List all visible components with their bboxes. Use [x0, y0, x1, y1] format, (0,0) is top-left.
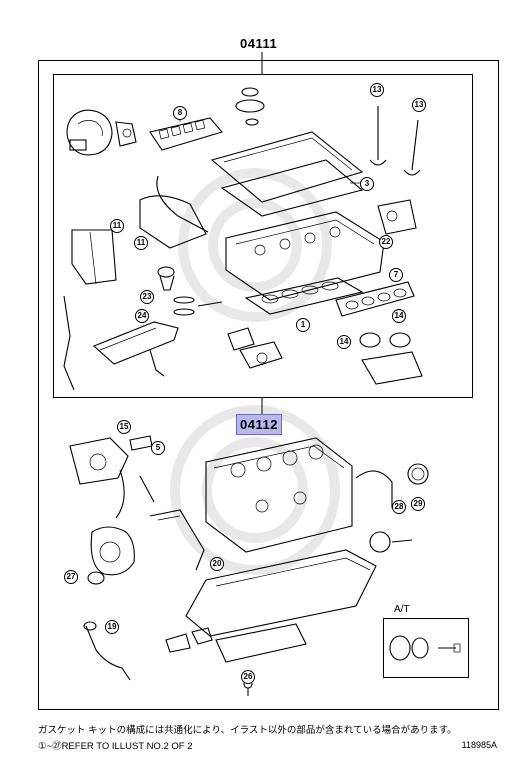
oil-pump-part	[369, 531, 413, 553]
at-seal-part	[389, 635, 461, 661]
thermostat-part	[157, 266, 223, 316]
callout-14a: 14	[337, 335, 351, 349]
callout-28: 28	[392, 500, 406, 514]
exhaust-ring-part	[359, 332, 423, 385]
kit-contents-note: ガスケット キットの構成には共通化により、イラスト以外の部品が含まれている場合が…	[38, 725, 457, 736]
callout-23: 23	[140, 290, 154, 304]
watermark	[170, 168, 340, 575]
callout-20: 20	[210, 557, 224, 571]
callout-14b: 14	[392, 309, 406, 323]
dipstick-part	[63, 295, 179, 391]
diagram-id: 118985A	[461, 740, 497, 750]
callout-5: 5	[151, 441, 165, 455]
callout-19: 19	[105, 620, 119, 634]
cylinder-head-kit-frame	[53, 74, 473, 398]
cylinder-head-part	[225, 211, 385, 301]
oil-strainer-part	[83, 621, 131, 681]
callout-8: 8	[173, 106, 187, 120]
callout-29: 29	[411, 497, 425, 511]
exhaust-gasket-part	[335, 281, 415, 317]
water-pump-part	[69, 435, 153, 485]
assembly-part-number-bottom[interactable]: 04112	[236, 414, 282, 435]
timing-cover-part	[71, 175, 209, 285]
cylinder-block-part	[205, 437, 353, 553]
water-inlet-part	[227, 327, 283, 369]
callout-3: 3	[360, 177, 374, 191]
oil-pipe-part	[115, 469, 155, 519]
callout-13a: 13	[370, 83, 384, 97]
valve-part	[369, 106, 421, 176]
exhaust-bracket-part	[377, 199, 417, 235]
callout-11b: 11	[134, 236, 148, 250]
callout-22: 22	[379, 235, 393, 249]
callout-26: 26	[241, 670, 255, 684]
valve-cover-part	[210, 131, 364, 217]
timing-housing-part	[66, 109, 137, 156]
strainer-bracket-part	[165, 627, 213, 653]
at-inset-frame	[383, 618, 469, 678]
oil-pan-part	[185, 549, 377, 663]
callout-15: 15	[117, 420, 131, 434]
callout-11a: 11	[110, 219, 124, 233]
front-cover-part	[87, 526, 135, 585]
callout-1: 1	[296, 318, 310, 332]
rear-seal-part	[355, 463, 429, 508]
callout-7: 7	[389, 268, 403, 282]
reference-note: ①~㉗REFER TO ILLUST NO.2 OF 2	[38, 741, 193, 752]
timing-chain-cover-part	[149, 509, 205, 571]
callout-24: 24	[135, 309, 149, 323]
callout-13b: 13	[412, 98, 426, 112]
outer-frame	[38, 60, 499, 710]
assembly-part-number-top[interactable]: 04111	[240, 36, 278, 51]
oil-cap-part	[235, 87, 265, 126]
head-gasket-part	[244, 277, 364, 315]
at-inset-label: A/T	[394, 604, 410, 615]
callout-27: 27	[64, 570, 78, 584]
